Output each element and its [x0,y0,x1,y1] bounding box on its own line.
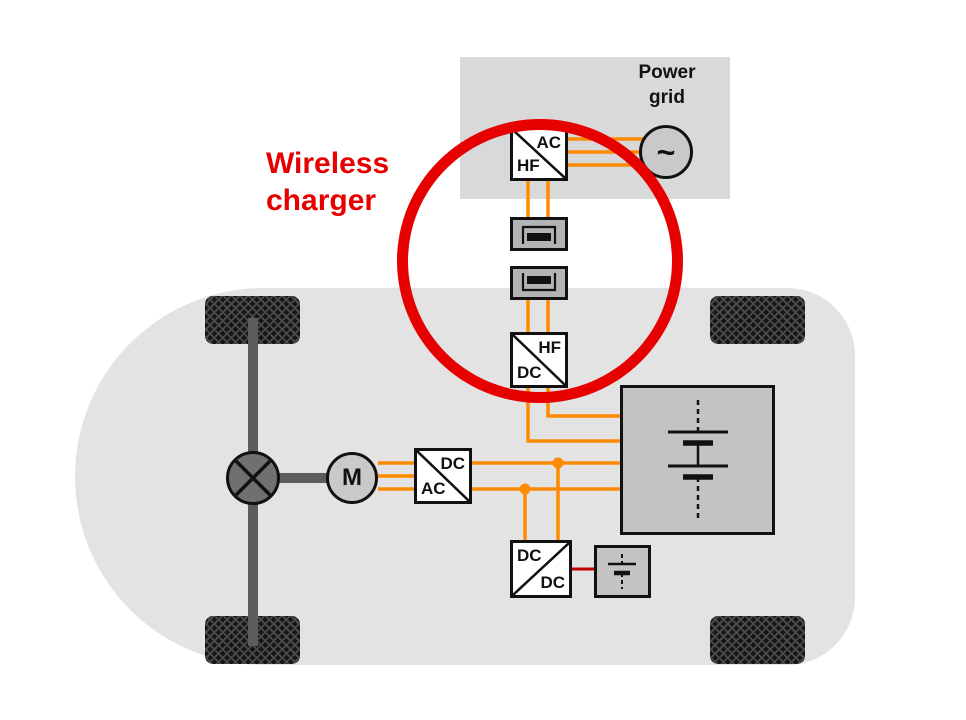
wheel-top-right [710,296,805,344]
motor: M [326,452,378,504]
converter-label-bottom: HF [517,156,540,175]
aux-battery-symbol-icon [608,554,636,589]
wheel-top-left [205,296,300,344]
traction-battery-box [620,385,775,535]
differential-x-icon [234,459,272,497]
wheel-bottom-right [710,616,805,664]
drive-shaft [276,473,330,483]
power-grid-label: Power grid [638,62,696,109]
converter-label-top: DC [440,454,465,473]
converter-label-bottom: DC [540,573,565,592]
coil-icon [521,225,557,244]
converter-label-bottom: AC [421,479,446,498]
converter-label-top: AC [536,133,561,152]
converter-label-bottom: DC [517,363,542,382]
converter-diagonal-icon [417,451,469,501]
converter-diagonal-icon [513,130,565,178]
grid-ac-source: ~ [639,125,693,179]
converter-diagonal-icon [513,335,565,385]
traction-inverter-box: DC AC [414,448,472,504]
receiver-coil-box [510,266,568,300]
coil-icon [521,273,557,292]
grid-rectifier-box: AC HF [510,127,568,181]
converter-diagonal-icon [513,543,569,595]
converter-label-top: DC [517,546,542,565]
onboard-rectifier-box: HF DC [510,332,568,388]
battery-symbol-icon [668,400,728,518]
motor-label: M [342,464,362,491]
differential [226,451,280,505]
wireless-charger-label: Wireless charger [266,147,390,217]
transmitter-coil-box [510,217,568,251]
ac-tilde-icon: ~ [656,133,676,170]
converter-label-top: HF [538,338,561,357]
dc-dc-converter-box: DC DC [510,540,572,598]
aux-battery-box [594,545,651,598]
